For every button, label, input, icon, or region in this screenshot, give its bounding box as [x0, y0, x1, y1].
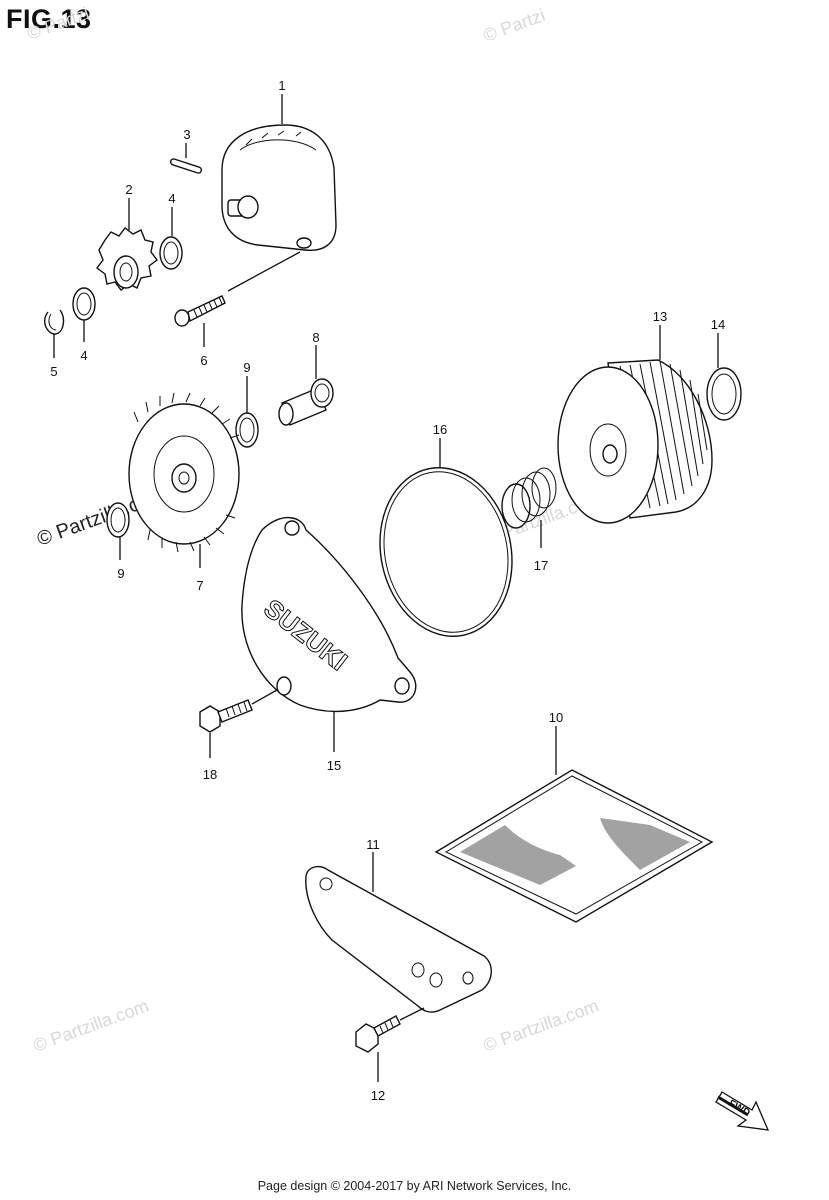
part-screw [174, 295, 226, 327]
callout-8: 8 [312, 330, 319, 345]
callout-13: 13 [653, 309, 667, 324]
callout-16: 16 [433, 422, 447, 437]
callout-2: 2 [125, 182, 132, 197]
figure-title: FIG.13 [6, 4, 92, 34]
part-washer-lower [72, 287, 96, 321]
watermark-bottom-left: © Partzilla.com [31, 995, 152, 1055]
part-filter-o-ring [706, 367, 742, 421]
callout-3: 3 [183, 127, 190, 142]
watermark-bottom-right: © Partzilla.com [481, 995, 602, 1055]
part-drive-gear [96, 227, 158, 291]
callout-6: 6 [200, 353, 207, 368]
part-oil-strainer [434, 769, 714, 923]
part-collar [278, 378, 334, 426]
part-filter-cover: SUZUKI [241, 516, 417, 713]
forward-direction-icon: FWD [715, 1091, 770, 1131]
part-spring [501, 467, 557, 529]
callout-1: 1 [278, 78, 285, 93]
part-cover-gasket [379, 467, 513, 637]
part-circlip [44, 309, 65, 335]
part-plate-bolt [355, 1015, 401, 1053]
callout-15: 15 [327, 758, 341, 773]
part-o-ring-upper [235, 412, 259, 448]
part-cover-bolt [199, 699, 253, 733]
callout-14: 14 [711, 317, 725, 332]
part-pin [169, 158, 203, 174]
watermark-top-left: © Partzi [25, 3, 92, 44]
callout-7: 7 [196, 578, 203, 593]
callout-9-upper: 9 [243, 360, 250, 375]
part-strainer-plate [305, 865, 492, 1013]
callout-18: 18 [203, 767, 217, 782]
part-driven-gear [128, 392, 240, 553]
callout-17: 17 [534, 558, 548, 573]
callout-9-lower: 9 [117, 566, 124, 581]
callout-4-lower: 4 [80, 348, 87, 363]
callout-11: 11 [366, 837, 380, 852]
callout-5: 5 [50, 364, 57, 379]
page-footer: Page design © 2004-2017 by ARI Network S… [257, 1179, 572, 1193]
part-oil-pump-body [221, 124, 337, 252]
callout-4-upper: 4 [168, 191, 175, 206]
part-o-ring-lower [106, 502, 130, 538]
watermark-top-right: © Partzi [481, 5, 548, 46]
callout-10: 10 [549, 710, 563, 725]
callout-12: 12 [371, 1088, 385, 1103]
part-washer-upper [159, 236, 183, 270]
part-oil-filter [557, 359, 713, 524]
